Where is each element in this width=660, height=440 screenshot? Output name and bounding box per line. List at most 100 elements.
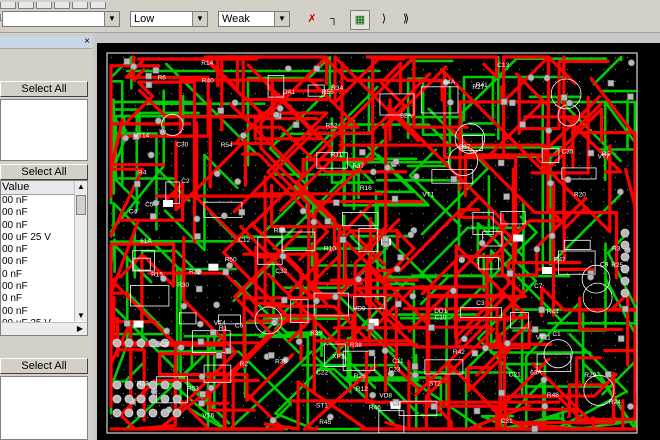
grid-dot bbox=[627, 189, 628, 190]
route-right-icon[interactable]: ⟫ bbox=[402, 13, 410, 25]
pad bbox=[196, 320, 204, 328]
designator-label: R26 bbox=[354, 373, 366, 380]
pcb-board-canvas[interactable]: R1R2R3R4R5R6C1C2C3C4C5C6C7C8C9C10C11C12C… bbox=[97, 43, 660, 440]
grid-dot bbox=[579, 393, 580, 394]
pad bbox=[383, 164, 391, 172]
grid-dot bbox=[303, 285, 304, 286]
list-item[interactable]: 00 nF bbox=[2, 305, 28, 317]
close-icon[interactable]: × bbox=[84, 36, 90, 47]
priority-combo[interactable]: Low ▼ bbox=[130, 11, 208, 27]
designator-label: VT6 bbox=[202, 412, 214, 419]
list-item[interactable]: 00 nF bbox=[2, 281, 28, 293]
grid-dot bbox=[363, 93, 364, 94]
pad bbox=[132, 133, 140, 140]
trace-corner-icon[interactable]: ┐ bbox=[330, 13, 338, 25]
route-left-icon[interactable]: ⟩ bbox=[381, 13, 387, 25]
pad bbox=[607, 79, 615, 87]
grid-dot bbox=[531, 405, 532, 406]
vertical-scrollbar[interactable]: ▲ ▼ bbox=[74, 181, 87, 321]
grid-dot bbox=[123, 393, 124, 394]
grid-dot bbox=[195, 405, 196, 406]
grid-dot bbox=[423, 381, 424, 382]
scroll-thumb[interactable] bbox=[76, 195, 86, 215]
chevron-down-icon[interactable]: ▼ bbox=[274, 12, 289, 26]
pad bbox=[238, 208, 246, 216]
pad bbox=[207, 384, 215, 392]
green-trace bbox=[399, 215, 538, 320]
grid-dot bbox=[219, 105, 220, 106]
grid-dot bbox=[531, 93, 532, 94]
list-item[interactable]: 0 nF bbox=[2, 268, 23, 280]
select-all-button-1[interactable]: Select All bbox=[0, 81, 88, 97]
pad bbox=[268, 352, 275, 359]
select-all-label: Select All bbox=[21, 360, 67, 372]
grid-dot bbox=[219, 393, 220, 394]
list-item[interactable]: 00 nF bbox=[2, 219, 28, 231]
grid-dot bbox=[219, 129, 220, 130]
grid-dot bbox=[591, 261, 592, 262]
chevron-down-icon[interactable]: ▼ bbox=[104, 12, 119, 26]
grid-dot bbox=[243, 261, 244, 262]
component-outline bbox=[290, 299, 309, 323]
grid-dot bbox=[279, 261, 280, 262]
grid-dot bbox=[231, 201, 232, 202]
chevron-right-icon[interactable]: ▶ bbox=[76, 324, 83, 333]
grid-dot bbox=[135, 381, 136, 382]
list-item[interactable]: 00 uF 25 V bbox=[2, 231, 51, 243]
grid-view-icon[interactable]: ▦ bbox=[350, 10, 370, 30]
grid-dot bbox=[591, 81, 592, 82]
pad bbox=[497, 159, 505, 167]
select-all-button-2[interactable]: Select All bbox=[0, 164, 88, 180]
grid-dot bbox=[627, 225, 628, 226]
designator-label: R1 bbox=[219, 325, 228, 332]
chevron-down-icon[interactable]: ▼ bbox=[192, 12, 207, 26]
grid-dot bbox=[555, 237, 556, 238]
pad bbox=[531, 326, 539, 333]
grid-dot bbox=[471, 213, 472, 214]
chevron-down-icon[interactable]: ▼ bbox=[77, 311, 85, 320]
list-item[interactable]: 00 nF bbox=[2, 256, 28, 268]
grid-dot bbox=[123, 369, 124, 370]
pad bbox=[299, 207, 307, 215]
grid-dot bbox=[495, 261, 496, 262]
grid-dot bbox=[591, 333, 592, 334]
grid-dot bbox=[171, 405, 172, 406]
horizontal-scrollbar[interactable]: ▶ bbox=[1, 322, 87, 335]
chevron-up-icon[interactable]: ▲ bbox=[77, 182, 85, 191]
pad bbox=[180, 302, 188, 310]
grid-dot bbox=[615, 153, 616, 154]
grid-dot bbox=[531, 165, 532, 166]
grid-dot bbox=[471, 105, 472, 106]
grid-dot bbox=[531, 357, 532, 358]
list-item[interactable]: 0 nF bbox=[2, 293, 23, 305]
grid-dot bbox=[399, 141, 400, 142]
filter-list-3[interactable] bbox=[0, 376, 88, 440]
filter-list-1[interactable] bbox=[0, 99, 88, 161]
list-item[interactable]: 00 nF bbox=[2, 207, 28, 219]
grid-dot bbox=[531, 213, 532, 214]
list-item[interactable]: 00 nF bbox=[2, 244, 28, 256]
select-all-button-3[interactable]: Select All bbox=[0, 358, 88, 374]
toolbar-top-buttons[interactable] bbox=[0, 0, 120, 21]
layer-combo[interactable]: ▼ bbox=[2, 11, 120, 27]
designator-label: C35 bbox=[562, 148, 574, 155]
transistor-outline bbox=[583, 374, 615, 406]
component-outline bbox=[379, 93, 415, 116]
grid-dot bbox=[591, 69, 592, 70]
drc-check-icon[interactable]: ✗ bbox=[307, 13, 317, 25]
connector-pad bbox=[148, 394, 158, 404]
pad bbox=[533, 245, 541, 253]
pad bbox=[626, 402, 634, 410]
grid-dot bbox=[375, 165, 376, 166]
grid-dot bbox=[195, 261, 196, 262]
strength-combo[interactable]: Weak ▼ bbox=[218, 11, 290, 27]
grid-dot bbox=[579, 225, 580, 226]
grid-dot bbox=[579, 285, 580, 286]
grid-dot bbox=[267, 201, 268, 202]
grid-dot bbox=[195, 297, 196, 298]
grid-dot bbox=[411, 105, 412, 106]
list-item[interactable]: 00 nF bbox=[2, 195, 28, 206]
column-header-value[interactable]: Value bbox=[1, 181, 87, 195]
grid-dot bbox=[351, 297, 352, 298]
